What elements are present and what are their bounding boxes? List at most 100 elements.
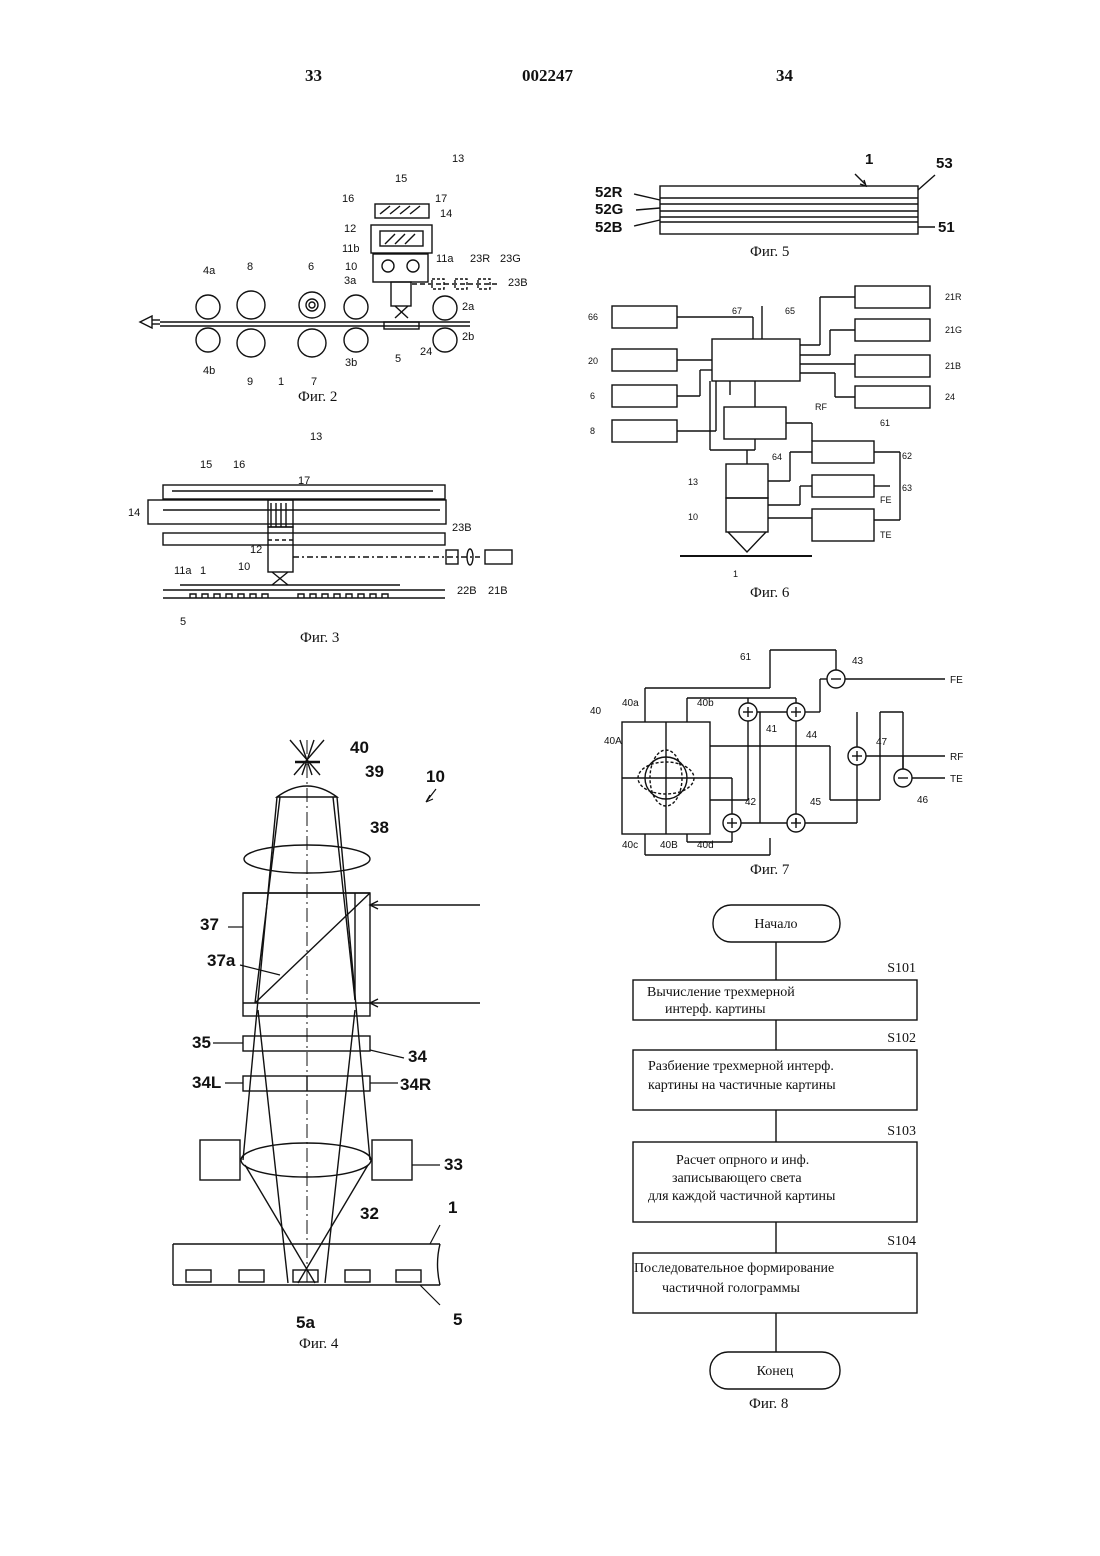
fig3-label: 13 <box>310 431 322 443</box>
fig2-label: 7 <box>311 376 317 388</box>
step-id: S101 <box>887 961 916 976</box>
fig2-label: 2a <box>462 301 475 313</box>
fig6-label: 21G <box>945 325 962 335</box>
fig5-label: 52G <box>595 201 623 218</box>
fig4-label: 34 <box>408 1047 427 1066</box>
fig4-label: 39 <box>365 762 384 781</box>
fig6-label: 24 <box>945 392 955 402</box>
fig2-label: 12 <box>344 223 356 235</box>
step-text: Последовательное формирование <box>634 1261 834 1276</box>
fig2-label: 11a <box>436 253 454 265</box>
fig2-label: 1 <box>278 376 284 388</box>
fig5-label: 52R <box>595 184 623 201</box>
step-text: Вычисление трехмерной <box>647 985 795 1000</box>
fig4-label: 37a <box>207 951 236 970</box>
fig3-label: 22B <box>457 585 477 597</box>
fig7-label: 44 <box>806 730 818 741</box>
fig6-label: 61 <box>880 418 890 428</box>
fig5-label: 1 <box>865 151 873 168</box>
fig3-label: 12 <box>250 544 262 556</box>
step-id: S103 <box>887 1124 916 1139</box>
fig7-label: 45 <box>810 797 822 808</box>
fig7-label: 42 <box>745 797 757 808</box>
fig4-label: 35 <box>192 1033 211 1052</box>
fig6-label: 65 <box>785 306 795 316</box>
figure-4 <box>173 740 480 1285</box>
fig6-label: 67 <box>732 306 742 316</box>
fig6-label: 64 <box>772 452 782 462</box>
fig5-label: 51 <box>938 219 955 236</box>
step-id: S104 <box>887 1234 916 1249</box>
fig3-caption: Фиг. 3 <box>300 630 339 646</box>
fig7-label: 40c <box>622 840 638 851</box>
fig2-label: 3b <box>345 357 357 369</box>
step-text: для каждой частичной картины <box>648 1189 836 1204</box>
fig7-label: 40A <box>604 736 622 747</box>
fig6-label: 1 <box>733 569 738 579</box>
figure-2 <box>140 204 500 357</box>
fig2-label: 2b <box>462 331 474 343</box>
fig6-label: 66 <box>588 312 598 322</box>
fig7-label: 40 <box>590 706 602 717</box>
fig5-caption: Фиг. 5 <box>750 244 789 260</box>
fig2-caption: Фиг. 2 <box>298 389 337 405</box>
fig7-label: 40B <box>660 840 678 851</box>
fig4-label: 33 <box>444 1155 463 1174</box>
fig2-label: 17 <box>435 193 447 205</box>
fig7-label: RF <box>950 752 963 763</box>
fig7-label: 46 <box>917 795 929 806</box>
fig2-label: 16 <box>342 193 354 205</box>
fig3-label: 21B <box>488 585 508 597</box>
fig4-label: 5a <box>296 1313 315 1332</box>
step-id: S102 <box>887 1031 916 1046</box>
fig2-label: 8 <box>247 261 253 273</box>
fig6-label: 21R <box>945 292 962 302</box>
fig4-label: 32 <box>360 1204 379 1223</box>
fig6-label: RF <box>815 402 827 412</box>
fig2-label: 11b <box>342 243 360 255</box>
fig4-label: 34L <box>192 1073 221 1092</box>
step-text: записывающего света <box>672 1171 802 1186</box>
fig5-label: 52B <box>595 219 623 236</box>
fig7-label: FE <box>950 675 963 686</box>
figure-3 <box>148 485 512 598</box>
fig2-label: 4a <box>203 265 216 277</box>
fig6-label: 20 <box>588 356 598 366</box>
fig3-label: 17 <box>298 475 310 487</box>
fig2-label: 4b <box>203 365 215 377</box>
fig3-label: 16 <box>233 459 245 471</box>
figure-8 <box>633 905 917 1389</box>
fig2-label: 13 <box>452 153 464 165</box>
fig2-label: 23R <box>470 253 490 265</box>
fig6-label: TE <box>880 530 892 540</box>
fig7-label: 41 <box>766 724 778 735</box>
figure-5 <box>634 174 935 234</box>
fig6-label: FE <box>880 495 892 505</box>
step-text: интерф. картины <box>665 1002 766 1017</box>
fig2-label: 23G <box>500 253 521 265</box>
fig3-label: 5 <box>180 616 186 628</box>
fig2-label: 24 <box>420 346 432 358</box>
fig2-label: 15 <box>395 173 407 185</box>
fig8-caption: Фиг. 8 <box>749 1396 788 1412</box>
fig7-label: 61 <box>740 652 752 663</box>
fig4-label: 34R <box>400 1075 431 1094</box>
step-text: Расчет опрного и инф. <box>676 1153 809 1168</box>
fig3-label: 15 <box>200 459 212 471</box>
fig7-label: TE <box>950 774 963 785</box>
fig6-label: 8 <box>590 426 595 436</box>
fig7-caption: Фиг. 7 <box>750 862 790 878</box>
fig6-label: 6 <box>590 391 595 401</box>
fig4-label: 1 <box>448 1198 457 1217</box>
fig4-label: 5 <box>453 1310 462 1329</box>
fig3-label: 1 <box>200 565 206 577</box>
fig3-label: 10 <box>238 561 250 573</box>
fig4-label: 40 <box>350 738 369 757</box>
fig4-label: 37 <box>200 915 219 934</box>
step-text: частичной голограммы <box>662 1281 800 1296</box>
fig7-label: 40a <box>622 698 639 709</box>
fig6-label: 21B <box>945 361 961 371</box>
figure-7 <box>622 650 945 855</box>
fig2-label: 5 <box>395 353 401 365</box>
